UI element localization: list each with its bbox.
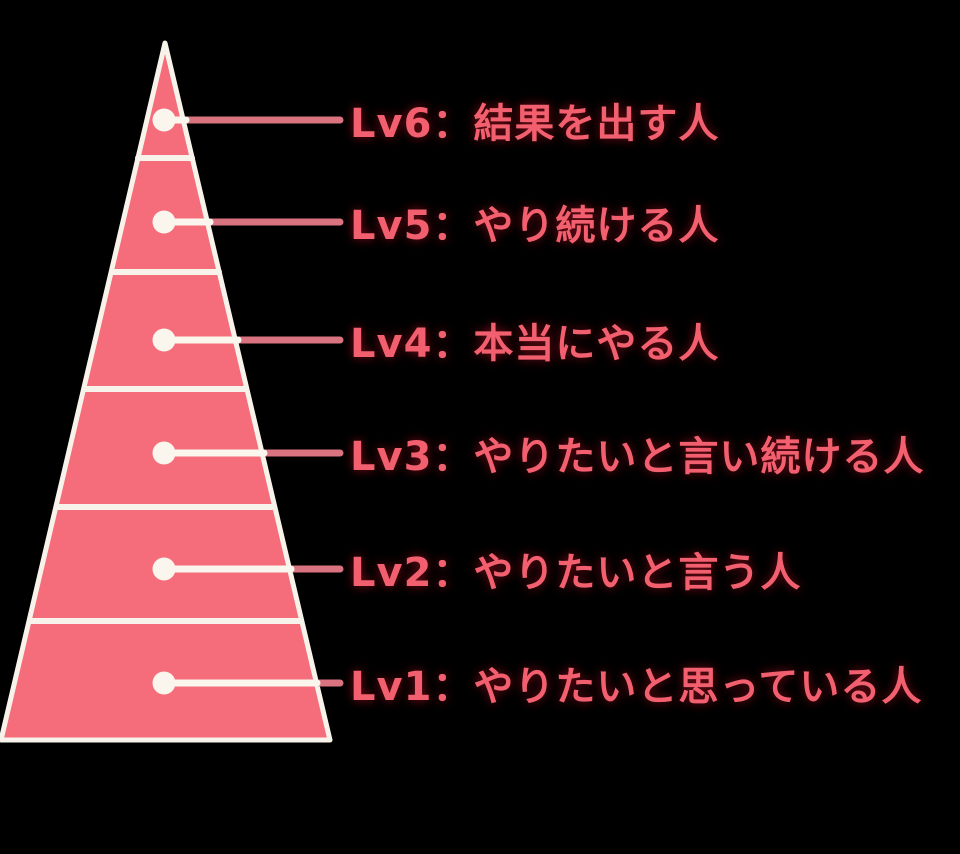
level-name: やり続ける人 <box>473 203 720 249</box>
level-id: Lv3 <box>350 434 433 480</box>
level-name: 結果を出す人 <box>473 101 720 147</box>
level-label-lv2: Lv2：やりたいと言う人 <box>350 540 801 598</box>
level-dot-lv4 <box>152 328 176 352</box>
level-id: Lv4 <box>350 321 433 367</box>
level-name: やりたいと思っている人 <box>473 664 923 710</box>
level-name: やりたいと言う人 <box>473 550 802 596</box>
label-separator: ： <box>432 664 474 710</box>
level-label-lv5: Lv5：やり続ける人 <box>350 193 719 251</box>
level-id: Lv5 <box>350 203 433 249</box>
level-label-lv3: Lv3：やりたいと言い続ける人 <box>350 424 924 482</box>
level-id: Lv6 <box>350 101 433 147</box>
level-label-lv1: Lv1：やりたいと思っている人 <box>350 654 922 712</box>
label-separator: ： <box>432 101 474 147</box>
level-dot-lv2 <box>152 557 176 581</box>
level-id: Lv1 <box>350 664 433 710</box>
level-name: やりたいと言い続ける人 <box>473 434 925 480</box>
level-dot-lv5 <box>152 210 176 234</box>
label-separator: ： <box>432 434 474 480</box>
level-name: 本当にやる人 <box>473 321 720 367</box>
level-label-lv6: Lv6：結果を出す人 <box>350 91 719 149</box>
level-dot-lv1 <box>152 671 176 695</box>
level-label-lv4: Lv4：本当にやる人 <box>350 311 719 369</box>
label-separator: ： <box>432 321 474 367</box>
level-id: Lv2 <box>350 550 433 596</box>
level-dot-lv3 <box>152 441 176 465</box>
label-separator: ： <box>432 550 474 596</box>
label-separator: ： <box>432 203 474 249</box>
level-dot-lv6 <box>152 108 176 132</box>
